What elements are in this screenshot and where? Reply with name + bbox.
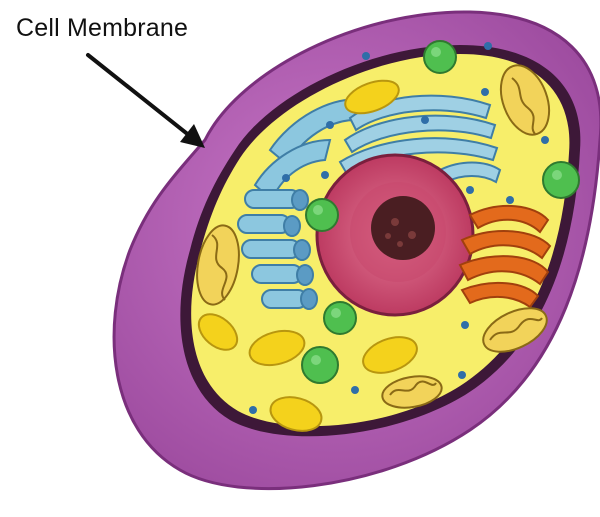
nucleus — [317, 155, 473, 315]
nucleolus — [371, 196, 435, 260]
arrow-icon — [88, 55, 205, 148]
cell-membrane-label: Cell Membrane — [16, 14, 188, 43]
